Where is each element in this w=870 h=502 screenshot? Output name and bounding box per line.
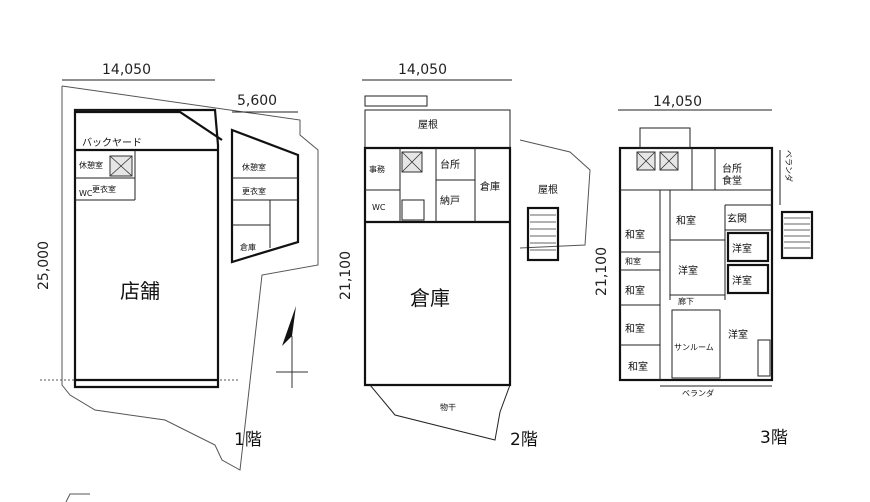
floor-3-height-dimension: 21,100 [594, 247, 610, 296]
floor-3-width-dimension: 14,050 [653, 94, 702, 110]
room-entrance-3f: 玄関 [727, 212, 747, 225]
room-wc-2f: WC [372, 203, 386, 212]
room-annex-2: 更衣室 [242, 186, 266, 196]
floor-1-width-dimension: 14,050 [102, 62, 151, 78]
floor-1-annex-width-dimension: 5,600 [237, 93, 277, 109]
room-nando-2f: 納戸 [440, 194, 460, 207]
room-western-3f-1: 洋室 [732, 242, 752, 255]
floor-1-label: 1階 [234, 430, 262, 450]
room-annex-1: 休憩室 [242, 162, 266, 172]
room-roof-top-2f: 屋根 [418, 118, 438, 131]
room-veranda-right-3f: ベランダ [784, 150, 794, 182]
floor-1-main-walls [73, 108, 220, 389]
room-sunroom-3f: サンルーム [674, 343, 714, 352]
floor-1-annex-walls [230, 128, 300, 264]
floor-2-plan: 14,050 21,100 屋根 屋根 事務 WC 台所 納戸 倉庫 倉庫 [338, 62, 591, 450]
room-japanese-3f-5: 和室 [625, 322, 645, 335]
room-warehouse-2f: 倉庫 [410, 286, 450, 310]
room-veranda-bottom-3f: ベランダ [682, 388, 714, 398]
room-japanese-3f-4: 和室 [625, 284, 645, 297]
site-boundary-1f [61, 85, 319, 471]
floor-1-height-dimension: 25,000 [36, 241, 52, 290]
room-wc-1f: WC [79, 189, 93, 198]
floor-3-label: 3階 [760, 428, 788, 448]
room-balcony-2f: 物干 [440, 402, 456, 412]
room-office-2f: 事務 [369, 164, 385, 174]
room-roof-right-2f: 屋根 [538, 183, 558, 196]
room-kitchen-3f: 台所食堂 [722, 162, 742, 187]
room-kyukei-1f: 休憩室 [79, 160, 103, 170]
room-backyard: バックヤード [82, 137, 142, 149]
room-western-3f-4: 洋室 [728, 328, 748, 341]
north-arrow-icon [276, 306, 308, 388]
room-japanese-3f-3: 和室 [625, 256, 641, 266]
floor-2-label: 2階 [510, 430, 538, 450]
room-hallway-3f: 廊下 [678, 296, 694, 306]
room-annex-3: 倉庫 [240, 242, 256, 252]
room-japanese-3f-1: 和室 [676, 214, 696, 227]
room-japanese-3f-2: 和室 [625, 228, 645, 241]
floor-3-main-walls [618, 146, 774, 382]
room-storage-small-2f: 倉庫 [480, 180, 500, 193]
room-western-3f-3: 洋室 [678, 264, 698, 277]
room-western-3f-2: 洋室 [732, 274, 752, 287]
room-japanese-3f-6: 和室 [628, 360, 648, 373]
floor-3-plan: 14,050 21,100 台所食堂 玄関 洋室 洋室 和室 洋室 廊下 [594, 94, 814, 448]
floor-2-width-dimension: 14,050 [398, 62, 447, 78]
room-store: 店舗 [120, 279, 160, 303]
room-kitchen-2f: 台所 [440, 158, 460, 171]
floor-2-height-dimension: 21,100 [338, 251, 354, 300]
room-kousui-1f: 更衣室 [92, 184, 116, 194]
floor-1-plan: 14,050 5,600 25,000 バックヤード 店舗 休憩室 更衣室 WC… [36, 62, 319, 471]
